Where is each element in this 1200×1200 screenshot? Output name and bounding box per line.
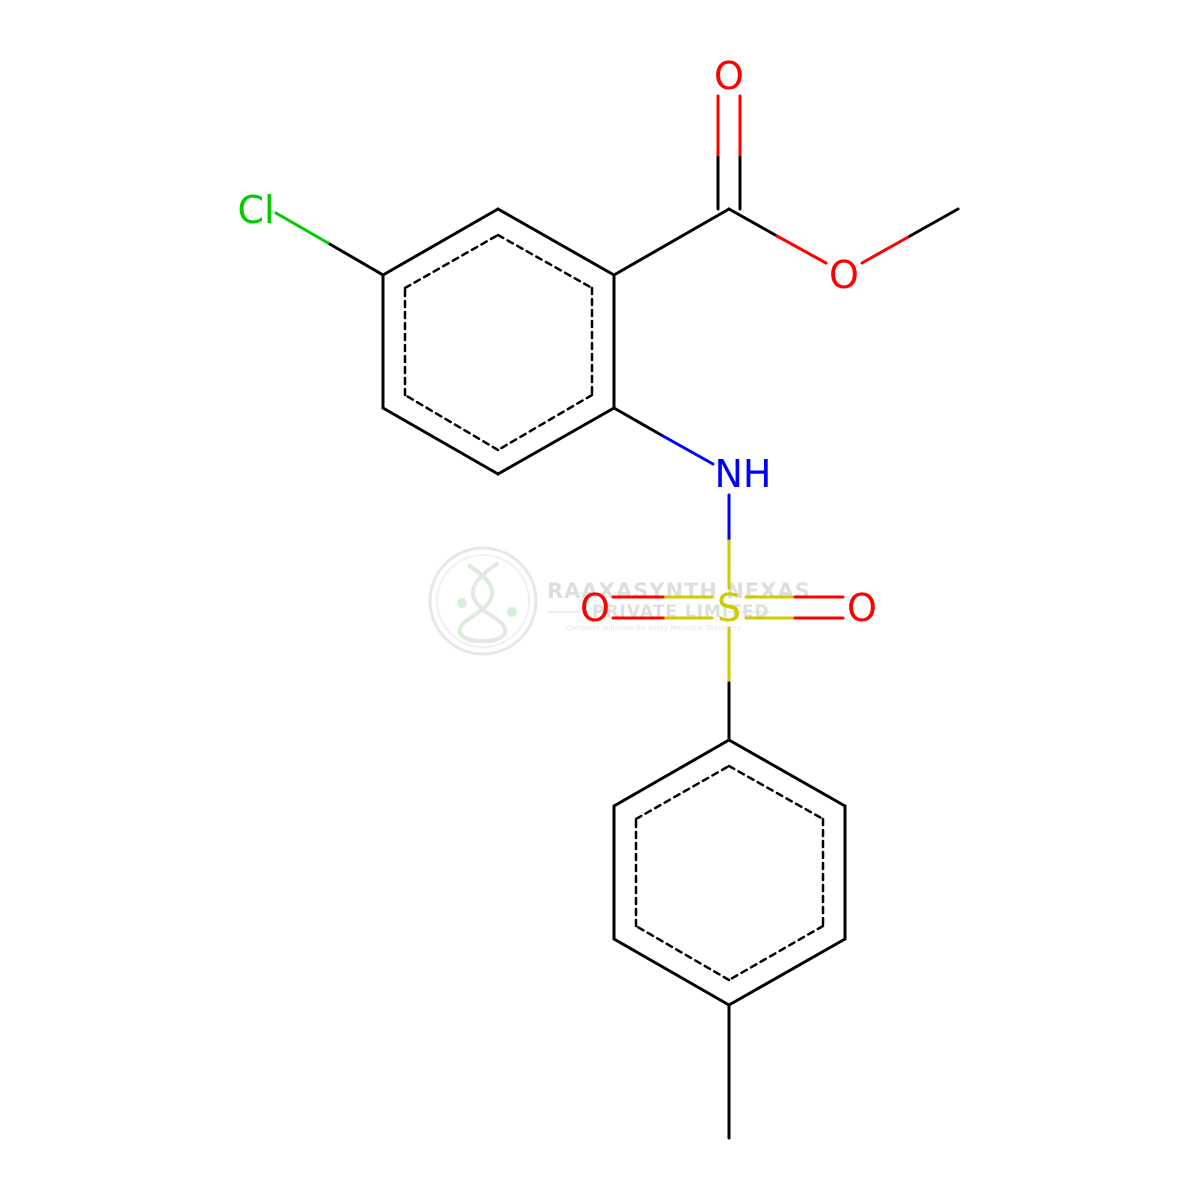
bond-ester-ome-b	[908, 207, 960, 238]
watermark: RAAXASYNTH NEXAS PRIVATE LIMITED Complet…	[428, 546, 811, 656]
atom-sulfonyl-oxygen-left: O	[580, 586, 610, 630]
atom-carbonyl-oxygen: O	[714, 54, 744, 98]
watermark-company: RAAXASYNTH NEXAS	[547, 579, 811, 603]
atom-sulfur: S	[717, 586, 741, 630]
bond-ringB-4	[612, 937, 731, 1007]
bond-c-cl-b	[274, 211, 330, 245]
bonds	[274, 94, 960, 1140]
bond-ring-ester-carbon	[612, 207, 731, 277]
bond-ring-n-a	[612, 406, 665, 438]
watermark-tagline: Complete Solutions for every Molecular D…	[566, 624, 741, 632]
ringB-aromatic	[634, 764, 825, 982]
bond-ester-co-a	[727, 207, 779, 238]
ringA-aromatic	[403, 233, 594, 452]
atom-amine-nh: NH	[715, 452, 772, 496]
bond-ringB-1	[727, 738, 847, 808]
bond-ringB-3	[727, 937, 847, 1007]
bond-ringA-1	[496, 207, 616, 277]
bond-ester-ome-a	[860, 234, 912, 265]
atom-ester-oxygen: O	[829, 253, 859, 297]
bond-ringA-6	[381, 207, 500, 277]
atom-labels: Cl O O NH S O O	[237, 54, 877, 630]
atom-chlorine: Cl	[237, 188, 274, 232]
atom-sulfonyl-oxygen-right: O	[847, 586, 877, 630]
bond-ringA-4	[381, 406, 500, 476]
bond-ringA-3	[496, 406, 616, 476]
bond-ester-co-b	[775, 234, 828, 265]
bond-ringB-6	[612, 738, 731, 808]
bond-ring-n-b	[661, 434, 715, 466]
dna-helix-logo	[428, 546, 538, 656]
bond-c-cl-a	[326, 241, 385, 277]
